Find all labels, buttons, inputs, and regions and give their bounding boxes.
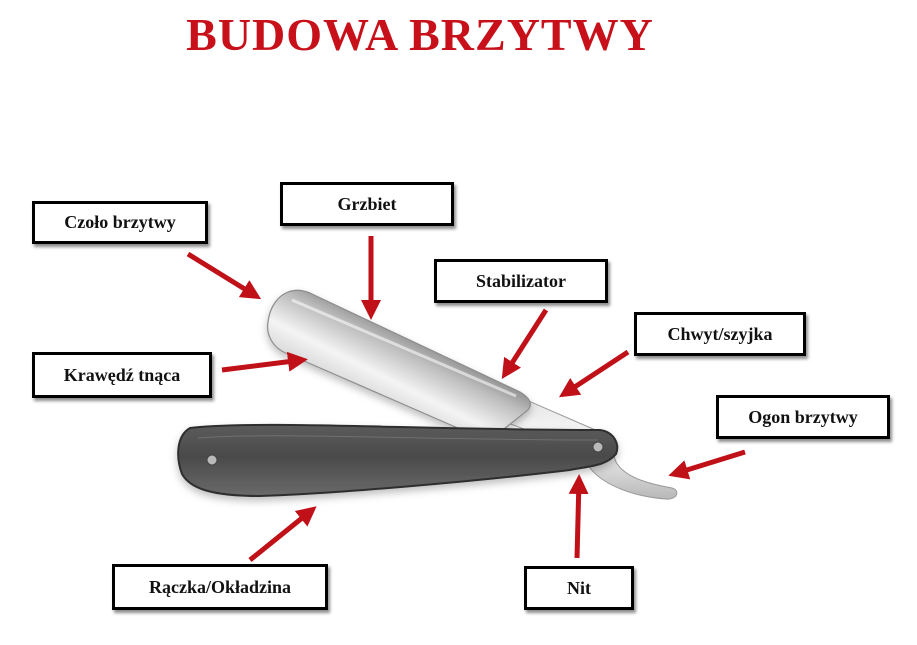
rivet-pivot — [592, 441, 604, 453]
label-grzbiet: Grzbiet — [280, 182, 454, 226]
arrow-stabilizator — [501, 308, 549, 380]
arrow-chwyt — [558, 349, 630, 398]
label-czolo-brzytwy: Czoło brzytwy — [32, 201, 208, 244]
razor-handle — [177, 423, 619, 498]
diagram-title: BUDOWA BRZYTWY — [186, 9, 654, 60]
arrow-krawedz — [221, 351, 308, 373]
rivet-front — [206, 454, 218, 466]
label-nit: Nit — [524, 566, 634, 610]
label-stabilizator: Stabilizator — [434, 259, 608, 303]
arrow-raczka — [248, 506, 317, 562]
label-chwyt-szyjka: Chwyt/szyjka — [634, 312, 806, 356]
handle-inner-line — [197, 435, 599, 441]
label-krawedz-tnaca: Krawędź tnąca — [32, 352, 212, 398]
label-ogon-brzytwy: Ogon brzytwy — [716, 395, 890, 439]
arrow-nit — [568, 474, 589, 559]
arrow-czolo — [186, 251, 262, 300]
arrow-ogon — [668, 449, 746, 480]
razor-blade — [267, 289, 531, 439]
blade-spine-highlight — [291, 298, 517, 398]
label-raczka-okladzina: Rączka/Okładzina — [112, 564, 328, 610]
